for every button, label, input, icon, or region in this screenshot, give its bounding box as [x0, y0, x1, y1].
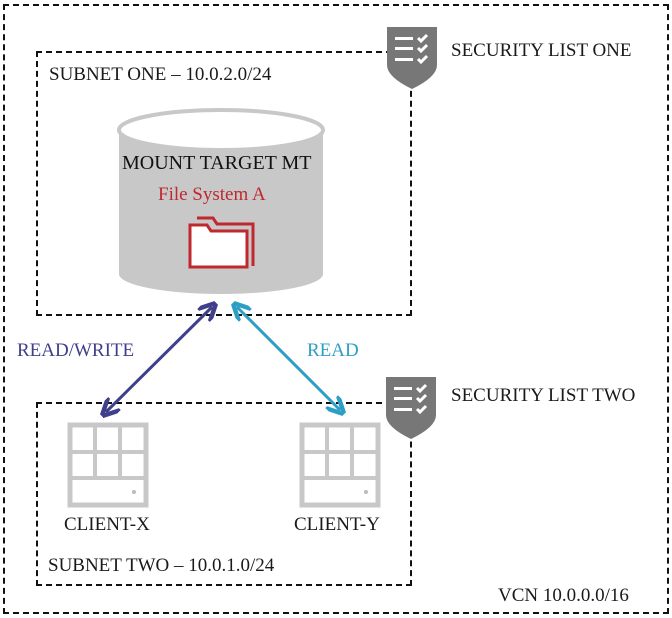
vcn-label: VCN 10.0.0.0/16: [498, 585, 629, 606]
subnet-one-boundary: [36, 51, 412, 316]
subnet-one-label: SUBNET ONE – 10.0.2.0/24: [49, 64, 272, 85]
subnet-two-label: SUBNET TWO – 10.0.1.0/24: [48, 555, 275, 576]
folder-icon: [188, 216, 255, 269]
read-arrow: [237, 307, 340, 410]
mount-target-label: MOUNT TARGET MT: [122, 152, 312, 174]
security-list-two-label: SECURITY LIST TWO: [451, 385, 636, 406]
client-y-server-icon: [299, 422, 381, 508]
read-label: READ: [307, 340, 359, 361]
read-write-label: READ/WRITE: [17, 340, 135, 361]
security-list-one-shield-icon: [387, 27, 437, 89]
file-system-label: File System A: [158, 184, 266, 205]
security-list-two-shield-icon: [386, 377, 436, 439]
client-x-label: CLIENT-X: [64, 514, 150, 535]
client-x-server-icon: [67, 422, 149, 508]
subnet-two-boundary: [36, 402, 412, 586]
read-write-arrow: [106, 307, 212, 412]
mount-target-cylinder-icon: [117, 108, 325, 294]
vcn-boundary: [3, 4, 669, 614]
security-list-one-label: SECURITY LIST ONE: [451, 40, 632, 61]
client-y-label: CLIENT-Y: [294, 514, 380, 535]
